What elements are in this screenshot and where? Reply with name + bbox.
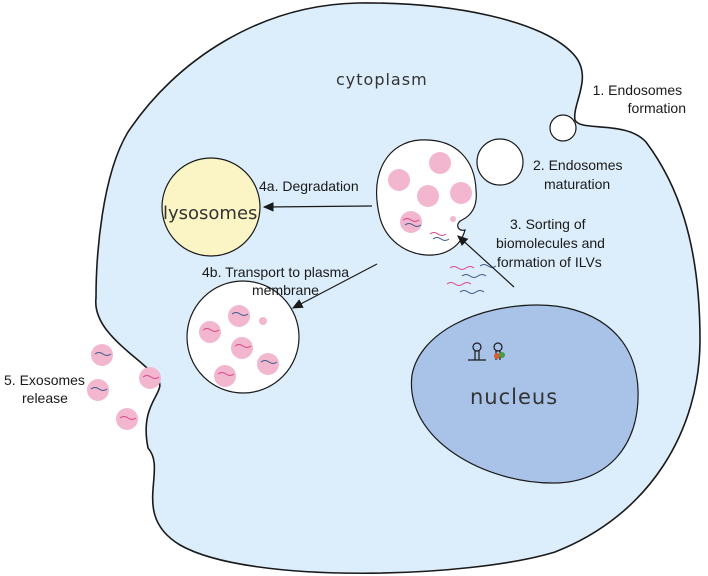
ilv [199,321,221,343]
arrow-sorting [457,235,515,288]
exosome [91,344,113,366]
nucleus [410,304,639,484]
step5-label: 5. Exosomes release [4,372,89,406]
transport-rna-cargo [202,312,278,376]
lysosomes-label: lysosomes [163,203,257,224]
maturing-endosome [476,138,524,186]
nucleus-label: nucleus [470,385,558,409]
ilv [429,152,451,174]
released-exosomes [87,344,161,430]
exosome [116,408,138,430]
protein-glyph [499,352,505,358]
step2-label: 2. Endosomes maturation [533,157,626,192]
arrow-transport [291,263,378,309]
step3-label: 3. Sorting of biomolecules and formation… [496,216,609,270]
cytoplasm-label: cytoplasm [336,70,428,89]
ilv [450,216,456,222]
step4a-label: 4a. Degradation [259,178,359,194]
exosome [139,367,161,389]
ilv [400,211,422,233]
protein-glyph [494,353,500,359]
ilv [417,185,439,207]
ilv [231,337,253,359]
ilv [388,169,410,191]
exosome [87,379,109,401]
ilv [450,182,472,204]
ilv [214,365,236,387]
lysosome [161,157,261,257]
step1-label: 1. Endosomes formation [593,82,686,116]
ilv [257,353,279,375]
step4b-label: 4b. Transport to plasma membrane [202,264,353,298]
cytoplasmic-cargo [446,264,497,294]
arrow-degradation [262,202,373,212]
ilv [259,317,267,325]
transport-ilvs [199,305,279,387]
early-endosome [549,114,577,142]
mvb-rna-cargo [402,218,450,241]
ilv [228,305,250,327]
mvb-ilvs [388,152,472,233]
